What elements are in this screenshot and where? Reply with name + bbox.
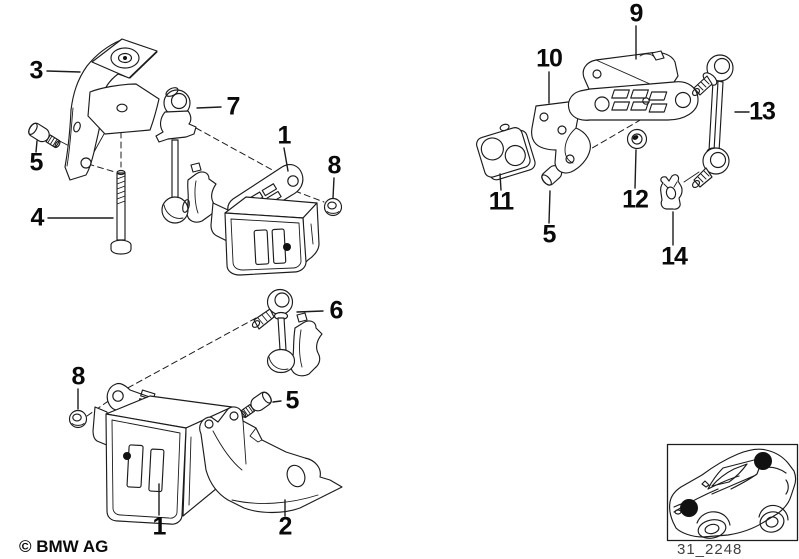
part-screw-5-top xyxy=(25,120,64,152)
part-bracket-2 xyxy=(199,406,343,514)
part-callout-2[interactable]: 2 xyxy=(278,512,293,541)
part-plate-11 xyxy=(476,123,536,181)
car-location-inset xyxy=(666,443,799,542)
copyright-notice: © BMW AG xyxy=(19,537,109,556)
part-callout-5[interactable]: 5 xyxy=(29,148,44,177)
part-callout-11[interactable]: 11 xyxy=(488,187,514,216)
part-callout-8[interactable]: 8 xyxy=(327,151,342,180)
alignment-lines xyxy=(47,82,704,417)
part-sensor-1-top xyxy=(210,164,320,276)
car-outline xyxy=(669,448,797,539)
part-callout-1[interactable]: 1 xyxy=(277,121,292,150)
part-callout-12[interactable]: 12 xyxy=(622,185,649,214)
diagram-code: 31_2248 xyxy=(677,541,743,558)
part-callout-3[interactable]: 3 xyxy=(29,56,44,85)
part-clip-14 xyxy=(660,174,683,210)
part-callout-9[interactable]: 9 xyxy=(629,0,644,28)
part-nut-8-bottom xyxy=(68,409,88,429)
part-callout-5[interactable]: 5 xyxy=(285,386,300,415)
part-link-13 xyxy=(691,54,734,189)
location-dot-front xyxy=(680,499,698,517)
part-sensor-9 xyxy=(567,50,699,121)
part-callout-1[interactable]: 1 xyxy=(152,512,167,541)
part-callout-5[interactable]: 5 xyxy=(542,220,557,249)
location-dot-rear xyxy=(754,452,772,470)
part-callout-6[interactable]: 6 xyxy=(329,296,344,325)
part-screw-5-bottom xyxy=(237,389,275,422)
part-link-7 xyxy=(155,87,217,224)
part-callout-13[interactable]: 13 xyxy=(749,97,776,126)
part-nut-8-top xyxy=(323,197,343,217)
part-callout-8[interactable]: 8 xyxy=(71,362,86,391)
part-callout-10[interactable]: 10 xyxy=(536,44,563,73)
leader-lines xyxy=(35,25,750,517)
part-callout-14[interactable]: 14 xyxy=(661,242,688,271)
part-bracket-3 xyxy=(64,38,160,181)
part-callout-7[interactable]: 7 xyxy=(226,92,241,121)
part-link-6 xyxy=(251,288,323,377)
part-bolt-4 xyxy=(110,169,132,255)
part-callout-4[interactable]: 4 xyxy=(30,203,45,232)
part-nut-12 xyxy=(626,128,648,150)
